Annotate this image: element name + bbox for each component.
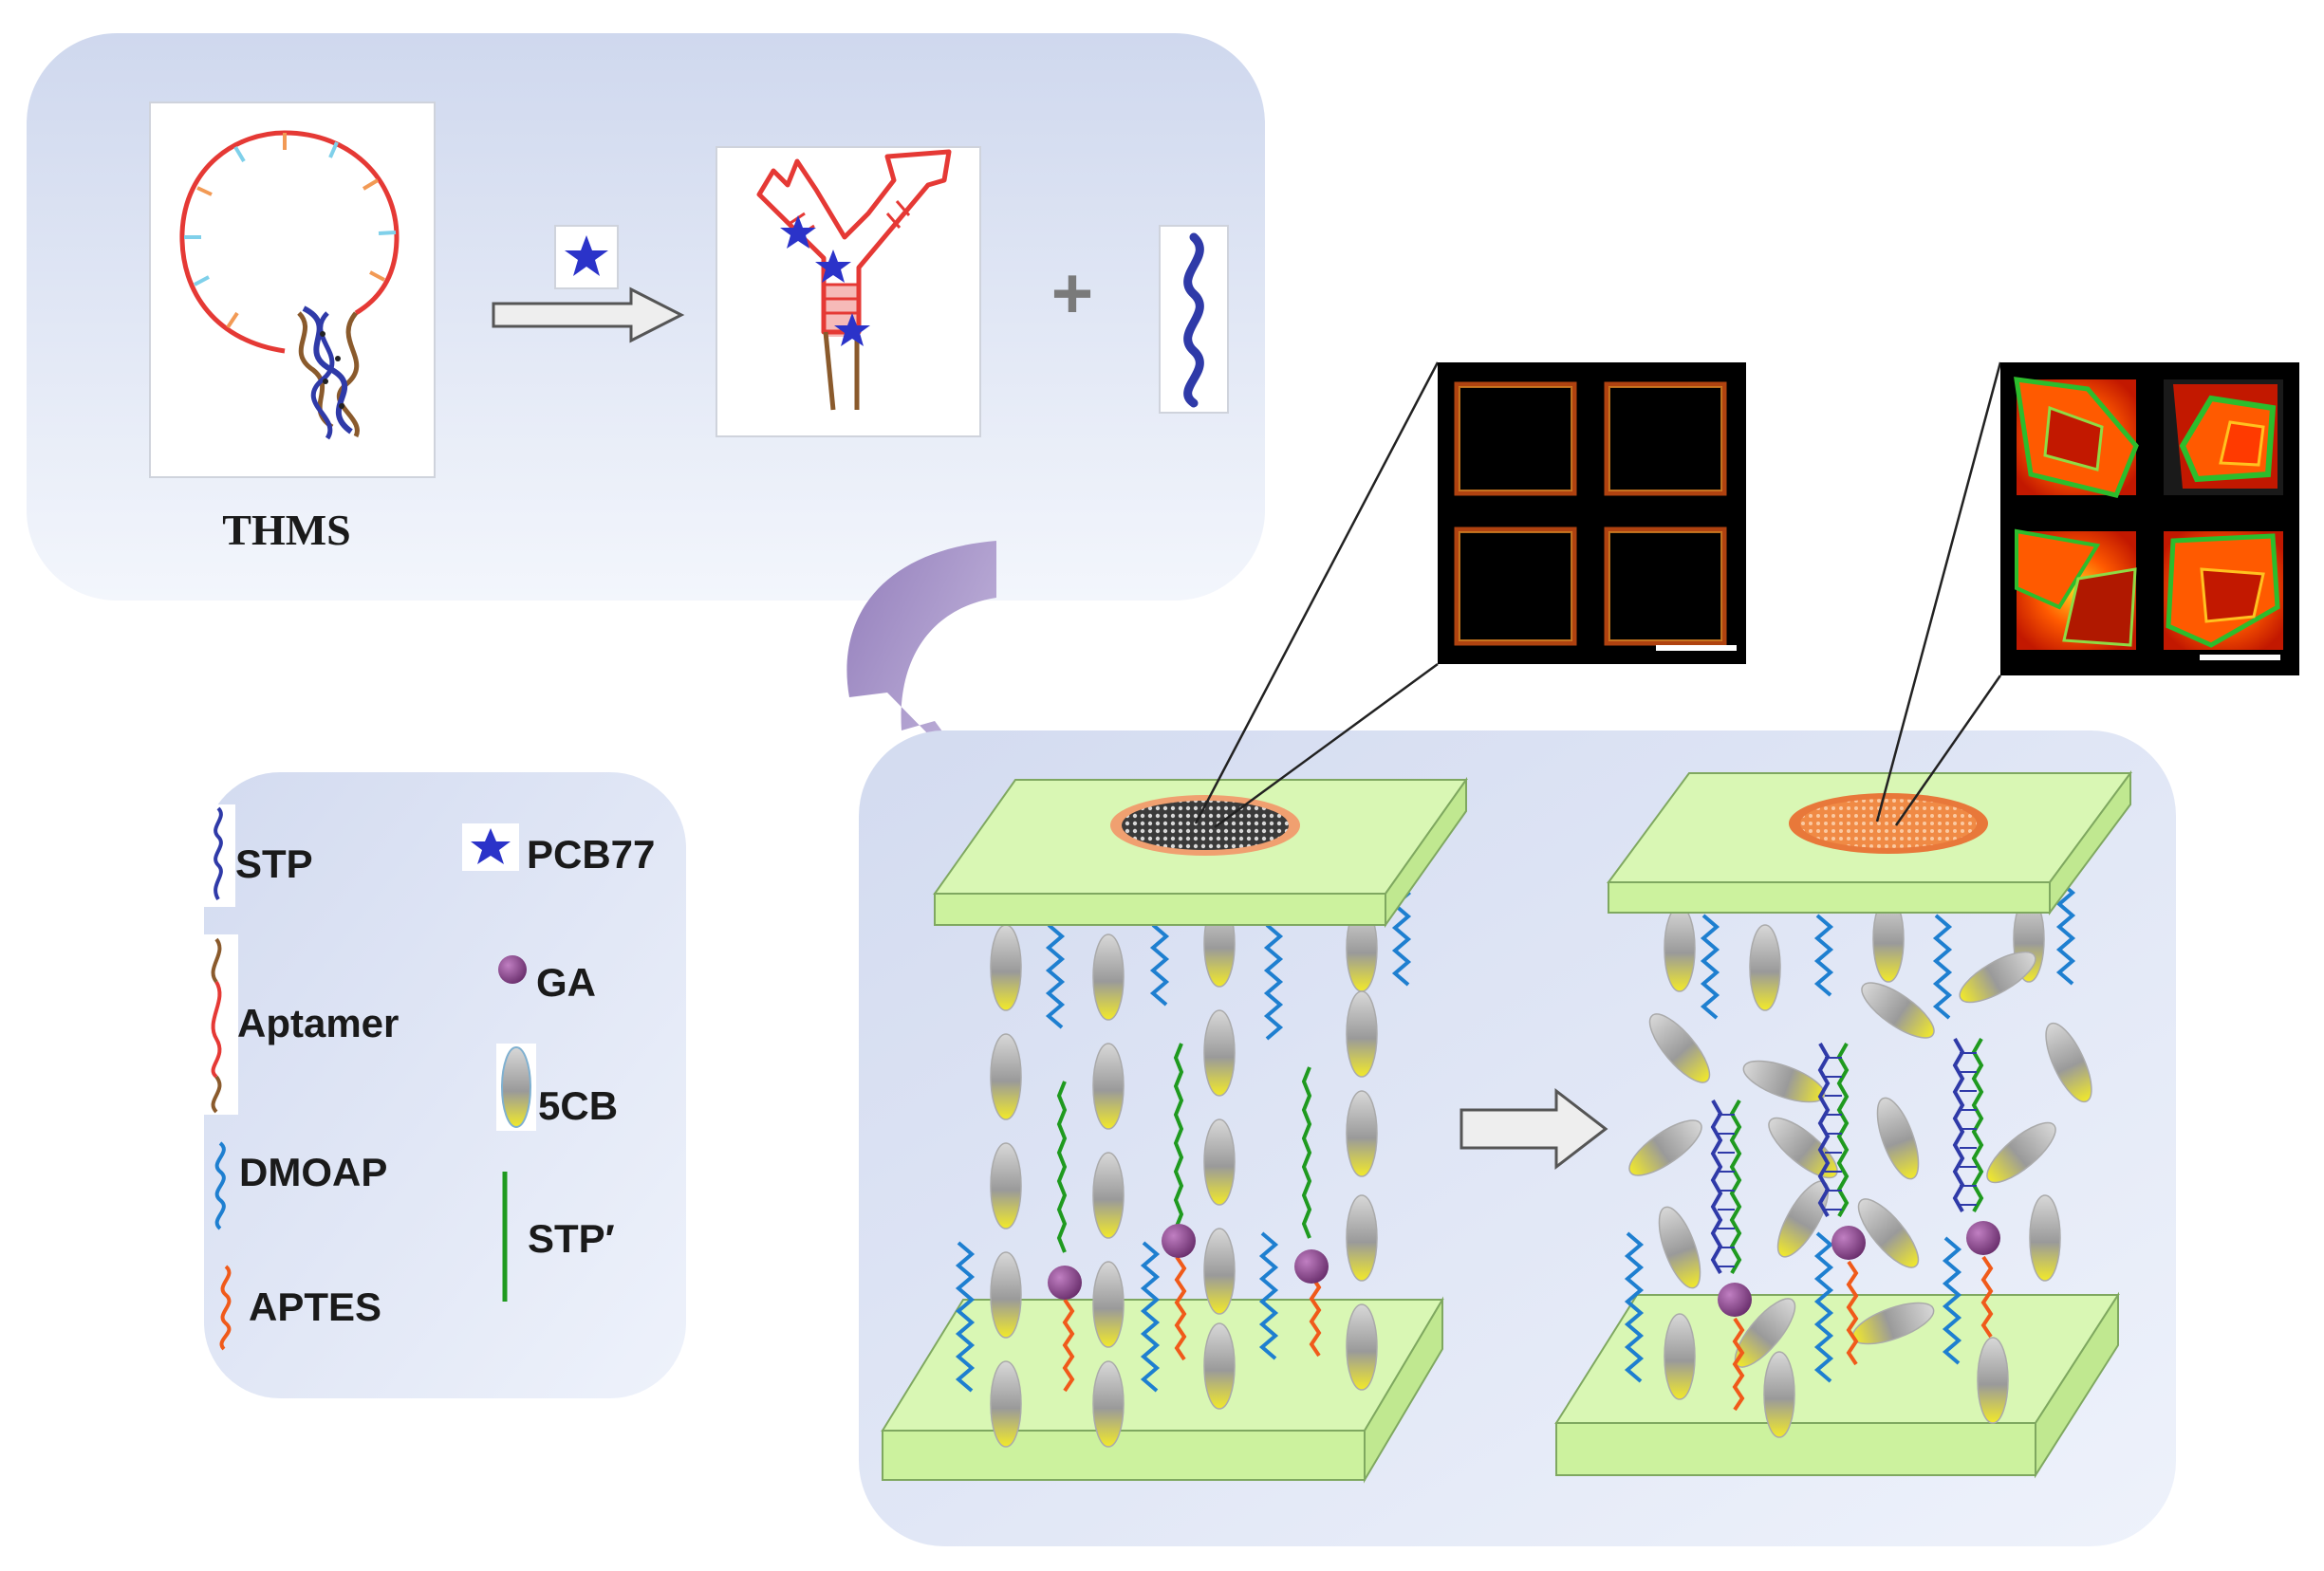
micrograph-square-4 (2164, 531, 2283, 650)
dmoap-chains-bottom (955, 1231, 1279, 1393)
aptes-linkers (1062, 1255, 1322, 1393)
micrograph-square-1 (2014, 377, 2139, 498)
tem-grid-dark (1122, 801, 1289, 850)
orange-wave-icon (219, 1265, 232, 1351)
pcb77-target-box (554, 225, 619, 289)
pom-micrograph-bright (1875, 361, 2299, 826)
tem-grid-bright (1800, 799, 1977, 848)
response-arrow (1459, 1087, 1608, 1171)
thms-loop-ticks (184, 133, 397, 329)
legend-label-aptamer: Aptamer (237, 1001, 399, 1045)
blue-wave-icon (214, 1141, 226, 1230)
legend-label-pcb77: PCB77 (527, 832, 655, 877)
legend-panel: STP Aptamer DMOAP APTES PCB77 GA 5CB STP… (195, 772, 686, 1398)
5cb-molecules-aligned (990, 900, 1378, 1448)
star-icon (815, 250, 851, 283)
legend-label-ga: GA (536, 960, 596, 1005)
5cb-molecules-disordered (1628, 896, 2092, 1438)
blue-wavy-strand-icon (214, 806, 223, 901)
duplex-2 (1817, 1043, 1850, 1217)
stp-prime-probes (1056, 1043, 1312, 1258)
dmoap-chains-bottom (1624, 1231, 1962, 1383)
released-stp-strand (1183, 232, 1204, 408)
liquid-crystal-molecule-icon (501, 1046, 531, 1128)
red-brown-strand-icon (211, 937, 222, 1114)
bottom-glass-slide (881, 1296, 1444, 1484)
top-panel: THMS + (27, 33, 1265, 601)
legend-label-5cb: 5CB (538, 1083, 618, 1128)
star-icon (471, 828, 511, 864)
star-icon (834, 313, 870, 346)
legend-background (204, 772, 686, 1398)
thms-card (149, 102, 436, 478)
duplex-3 (1952, 1038, 1984, 1212)
ga-crosslinkers (1048, 1224, 1329, 1300)
star-icon (780, 215, 816, 249)
transfer-curved-arrow (846, 484, 996, 799)
dmoap-chains-top (1045, 880, 1412, 1041)
top-glass-slide (933, 776, 1468, 929)
pom-micrograph-dark (1194, 361, 1746, 829)
stp-duplexes (1710, 1038, 1984, 1274)
legend-label-stp-prime: STP′ (528, 1216, 615, 1261)
aptamer-pcb77-complex-card (716, 146, 981, 437)
binding-arrow (492, 286, 685, 343)
micrograph-square-2 (2164, 379, 2283, 495)
bottom-glass-slide (1554, 1291, 2120, 1479)
plus-sign: + (1051, 253, 1093, 334)
purple-sphere-icon (498, 955, 527, 984)
legend-label-aptes: APTES (249, 1285, 381, 1329)
aptes-linkers (1732, 1255, 1994, 1412)
scale-bar (2200, 655, 2280, 660)
ga-crosslinkers (1718, 1221, 2000, 1317)
thms-hairpin-loop (179, 130, 400, 354)
duplex-1 (1710, 1100, 1742, 1274)
micrograph-square-3 (2015, 528, 2137, 650)
lc-cell-before (881, 776, 1468, 1484)
legend-label-stp: STP (235, 841, 313, 886)
thms-label: THMS (222, 506, 350, 554)
released-stp-card (1159, 225, 1229, 414)
legend-label-dmoap: DMOAP (239, 1150, 387, 1194)
scale-bar (1656, 645, 1737, 651)
lc-cell-after (1554, 769, 2132, 1479)
star-icon (565, 235, 608, 276)
